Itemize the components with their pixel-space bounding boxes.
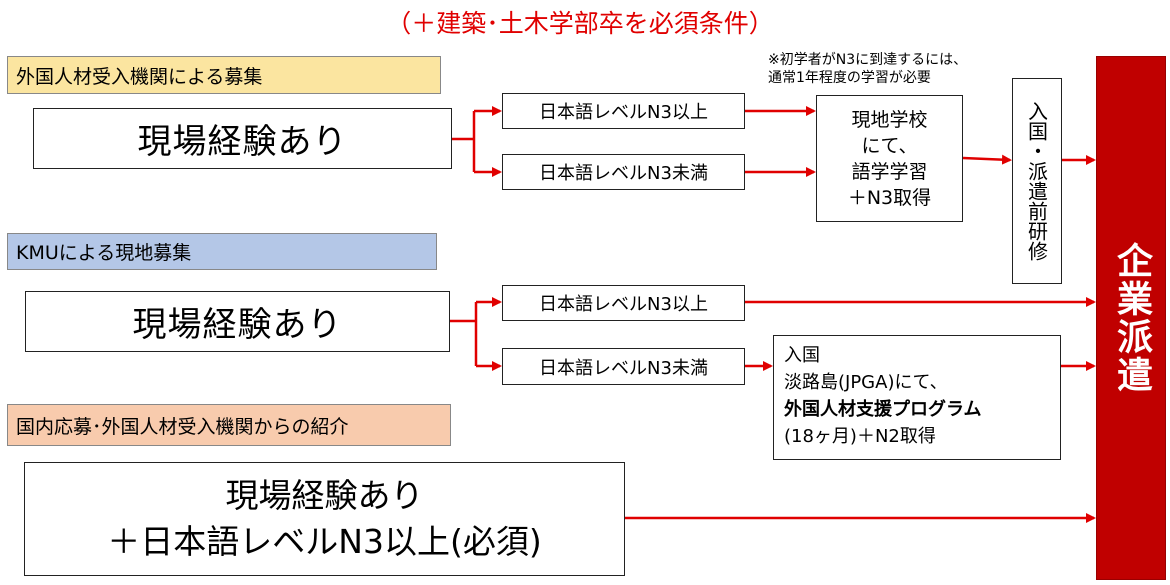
section2-header: KMUによる現地募集 — [7, 233, 437, 270]
study-note: ※初学者がN3に到達するには、 通常1年程度の学習が必要 — [768, 51, 1068, 87]
program-line-3: 外国人材支援プログラム — [784, 399, 982, 420]
school-box: 現地学校 にて、 語学学習 ＋N3取得 — [816, 95, 963, 222]
section2-level-low-box: 日本語レベルN3未満 — [502, 348, 745, 385]
study-note-line-2: 通常1年程度の学習が必要 — [768, 70, 931, 86]
program-line-1: 入国 — [784, 345, 820, 366]
school-line-3: 語学学習 — [851, 160, 928, 183]
school-line-2: にて、 — [861, 134, 918, 157]
study-note-line-1: ※初学者がN3に到達するには、 — [768, 52, 968, 68]
program-line-2: 淡路島(JPGA)にて、 — [784, 372, 948, 393]
program-box: 入国 淡路島(JPGA)にて、 外国人材支援プログラム (18ヶ月)＋N2取得 — [773, 335, 1061, 460]
school-line-4: ＋N3取得 — [847, 186, 932, 209]
section3-line-2: ＋日本語レベルN3以上(必須) — [107, 522, 542, 561]
section2-experience-box: 現場経験あり — [25, 291, 450, 352]
school-to-training — [962, 154, 1012, 165]
section3-header: 国内応募･外国人材受入機関からの紹介 — [7, 404, 451, 446]
program-line-4: (18ヶ月)＋N2取得 — [784, 426, 936, 447]
entry-training-box: 入国・派遣前研修 — [1012, 78, 1062, 284]
diagram-title: （＋建築･土木学部卒を必須条件） — [386, 9, 774, 38]
section3-line-1: 現場経験あり — [225, 476, 424, 515]
section3-requirement-box: 現場経験あり ＋日本語レベルN3以上(必須) — [24, 462, 625, 576]
section1-experience-box: 現場経験あり — [33, 108, 452, 169]
dispatch-box: 企業派遣 — [1096, 56, 1166, 580]
section1-header: 外国人材受入機関による募集 — [7, 56, 441, 94]
section1-level-high-box: 日本語レベルN3以上 — [502, 93, 745, 129]
school-line-1: 現地学校 — [851, 108, 928, 131]
section2-level-high-box: 日本語レベルN3以上 — [502, 285, 745, 321]
section1-level-low-box: 日本語レベルN3未満 — [502, 154, 745, 190]
